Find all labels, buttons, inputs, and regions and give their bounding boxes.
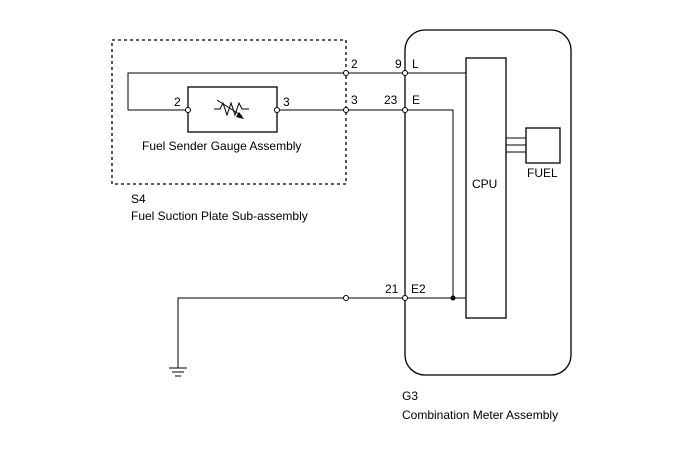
g3-pin-e2-label: 21 [385, 282, 399, 296]
s4-name: Fuel Suction Plate Sub-assembly [131, 209, 308, 223]
terminal-e-label: E [412, 93, 420, 107]
sender-gauge-name: Fuel Sender Gauge Assembly [142, 139, 301, 153]
wire-l [127, 72, 466, 110]
s4-pin-3 [343, 107, 349, 113]
cpu-block [465, 57, 507, 319]
ground-icon [169, 367, 187, 377]
g3-pin-e-label: 23 [384, 93, 398, 107]
s4-pin-e-label: 3 [351, 93, 358, 107]
terminal-l-label: L [412, 57, 419, 71]
g3-pin-23 [402, 107, 408, 113]
fuel-gauge-box [525, 127, 561, 164]
wire-e [277, 109, 454, 298]
cpu-label: CPU [472, 177, 497, 191]
g3-pin-21 [402, 295, 408, 301]
wire-e2-ground [177, 297, 466, 368]
sender-pin-right-label: 3 [283, 95, 290, 109]
sender-pin-2 [185, 107, 191, 113]
terminal-e2-label: E2 [411, 282, 426, 296]
junction-dot [450, 295, 456, 301]
variable-resistor-icon [214, 99, 249, 119]
sender-pin-left-label: 2 [174, 95, 181, 109]
s4-pin-2 [343, 70, 349, 76]
g3-pin-l-label: 9 [395, 57, 402, 71]
s4-dashed-boundary [111, 39, 347, 185]
fuel-label: FUEL [527, 166, 558, 180]
g3-name: Combination Meter Assembly [402, 408, 558, 422]
g3-meter-outline [404, 29, 572, 376]
g3-code: G3 [402, 389, 418, 403]
cpu-fuel-link [506, 137, 526, 153]
sender-pin-3 [274, 107, 280, 113]
s4-code: S4 [131, 192, 146, 206]
g3-pin-9 [402, 70, 408, 76]
s4-pin-l-label: 2 [351, 57, 358, 71]
s4-pin-ground [343, 295, 349, 301]
